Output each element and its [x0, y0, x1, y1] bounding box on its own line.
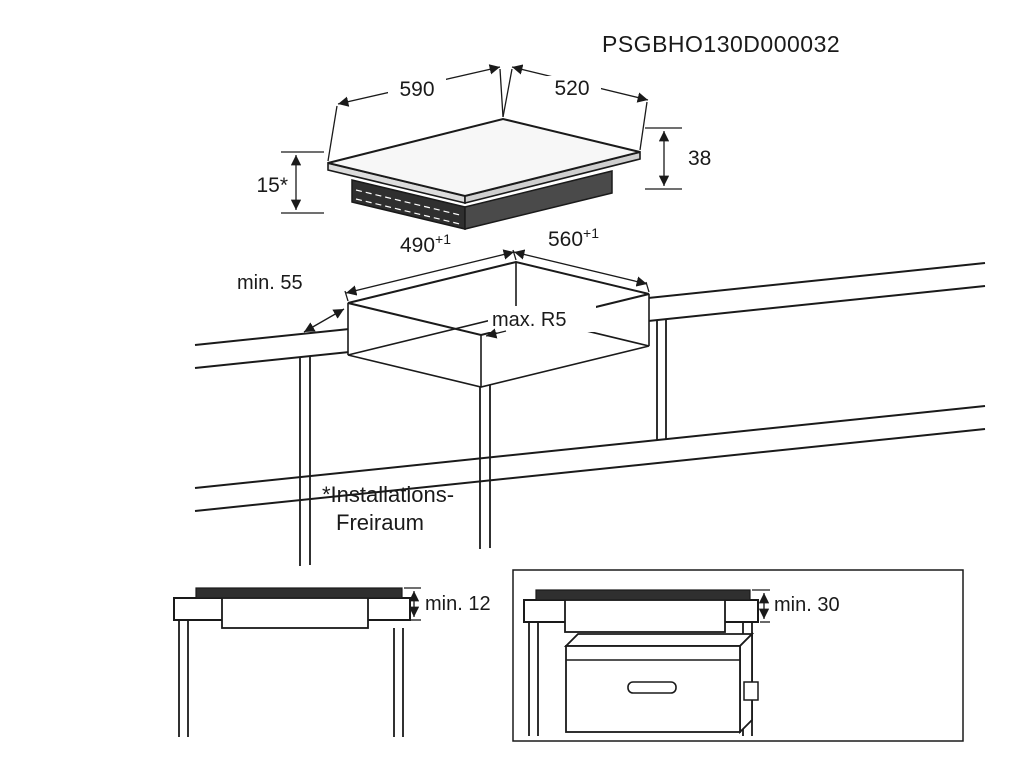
hob-body-hatch-line	[355, 189, 461, 216]
dim-arrow	[345, 249, 515, 296]
hob-body-front-right	[464, 170, 613, 230]
note-line-2: Freiraum	[336, 510, 424, 535]
note-line-1: *Installations-	[322, 482, 454, 507]
side-view-right: min. 30	[512, 569, 964, 742]
label-bg	[388, 76, 446, 102]
corner-radius-label: max. R5	[492, 309, 566, 331]
dim-cutout-width-560: 560+1	[513, 225, 650, 293]
dim-width-590: 590	[327, 64, 504, 162]
hob-isometric-view: 590 520 15* 38	[256, 64, 711, 230]
hob-glass-section	[195, 587, 403, 599]
oven-knob	[743, 681, 759, 701]
dim-front-distance: min. 55	[237, 272, 345, 333]
worktop-view: 490+1 560+1 min. 55 max. R5	[194, 225, 986, 566]
table-legs	[178, 620, 404, 737]
side-view-left: min. 12	[173, 587, 491, 737]
dim-clearance-12-label: min. 12	[425, 593, 491, 615]
hob-glass-top	[327, 117, 641, 198]
product-code: PSGBHO130D000032	[602, 31, 840, 57]
dim-clearance-label: 15*	[256, 174, 288, 197]
dim-clearance-12: min. 12	[404, 587, 491, 621]
dim-clearance-30: min. 30	[752, 589, 840, 623]
oven-handle	[627, 681, 677, 694]
dim-depth-label: 520	[554, 77, 589, 100]
ext-line	[639, 101, 648, 151]
label-bg	[488, 306, 596, 332]
dim-cutout-depth-label: 490+1	[400, 231, 451, 257]
callout-arrow	[485, 328, 507, 339]
dim-arrow	[303, 308, 345, 333]
dim-arrow	[513, 249, 648, 287]
oven-top	[563, 633, 755, 647]
hob-body-hatch-line	[355, 198, 461, 225]
dim-depth-520: 520	[502, 64, 649, 151]
header: PSGBHO130D000032	[602, 31, 840, 57]
oven-below	[563, 631, 759, 735]
dim-height-label: 38	[688, 147, 711, 170]
dim-cutout-depth-490: 490+1	[344, 231, 517, 302]
dim-front-distance-label: min. 55	[237, 272, 303, 294]
ext-line	[344, 290, 349, 302]
ext-line	[327, 105, 338, 162]
hob-body-section	[564, 599, 726, 633]
hob-body-section	[221, 597, 369, 629]
hob-glass-section	[535, 589, 751, 601]
dim-clearance-15: 15*	[256, 151, 324, 214]
tolerance: +1	[583, 225, 599, 241]
dim-cutout-width-label: 560+1	[548, 225, 599, 251]
value: 490	[400, 234, 435, 257]
label-bg	[543, 76, 601, 102]
dim-height-38: 38	[645, 127, 711, 190]
dim-clearance-30-label: min. 30	[774, 594, 840, 616]
installation-note: *Installations- Freiraum	[322, 482, 454, 535]
value: 560	[548, 228, 583, 251]
ext-line	[502, 68, 513, 118]
tolerance: +1	[435, 231, 451, 247]
lower-shelf-edge-bottom	[194, 428, 986, 512]
dim-width-label: 590	[399, 78, 434, 101]
corner-radius-callout: max. R5	[485, 306, 596, 339]
lower-shelf-edge-top	[194, 405, 986, 489]
ext-line	[499, 68, 504, 118]
